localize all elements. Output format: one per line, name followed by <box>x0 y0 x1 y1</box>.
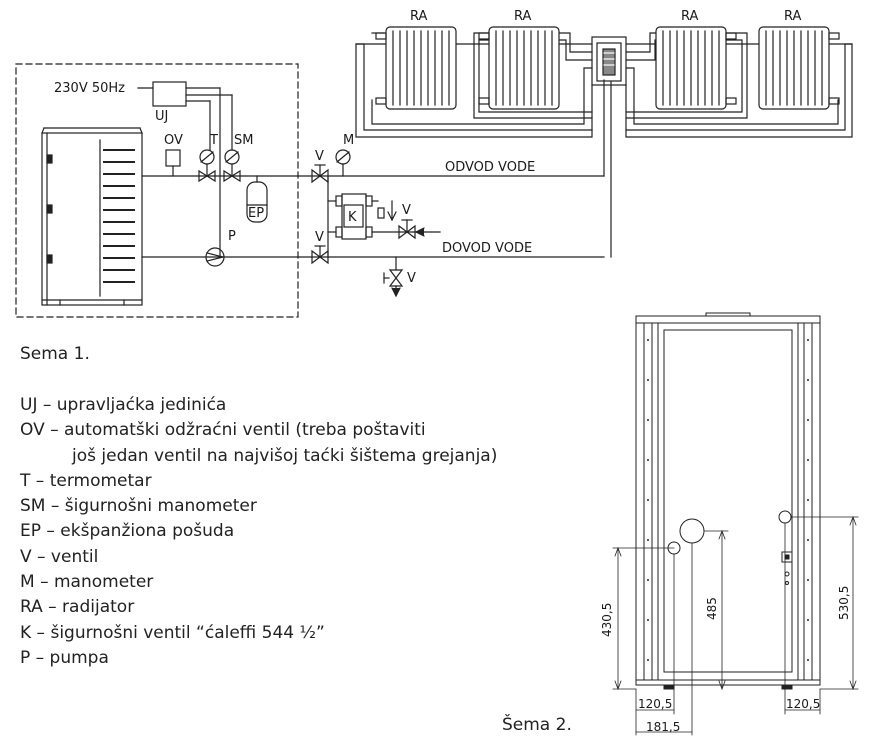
label-sm: SM <box>234 133 253 148</box>
legend-item: UJ – upravljaćka jedinića <box>20 395 227 415</box>
scheme-1 <box>15 26 853 318</box>
radiator-2 <box>478 26 560 110</box>
radiator-1 <box>375 26 457 110</box>
scheme-2-caption: Šema 2. <box>502 715 572 735</box>
connection-right <box>778 510 792 524</box>
label-v-return: V <box>315 230 324 245</box>
safety-valve-k <box>327 175 441 258</box>
scheme-2-labels: 430,5 485 530,5 120,5 120,5 181,5 <box>600 586 851 734</box>
legend-item: P – pumpa <box>20 647 109 668</box>
dim-width-bottom: 181,5 <box>646 720 680 734</box>
label-ov: OV <box>164 133 183 148</box>
label-uj: UJ <box>155 109 168 124</box>
legend-item: OV – automatški odžraćni ventil (treba p… <box>20 420 426 441</box>
legend-item: još jedan ventil na najvišoj taćki šište… <box>72 445 498 466</box>
dim-height-left: 430,5 <box>600 603 614 637</box>
label-v-inlet: V <box>402 203 411 218</box>
legend-item: V – ventil <box>20 546 99 567</box>
boiler-boundary <box>15 63 299 318</box>
drain-valve <box>388 269 404 287</box>
label-t: T <box>209 133 218 148</box>
radiator-label-1: RA <box>410 9 428 24</box>
expansion-vessel <box>246 175 268 223</box>
radiator-4 <box>758 26 840 110</box>
label-k: K <box>348 210 357 225</box>
label-v-supply: V <box>315 149 324 164</box>
power-label: 230V 50Hz <box>54 81 125 96</box>
label-p: P <box>228 229 236 244</box>
air-vent <box>165 149 181 167</box>
scheme-1-labels: 230V 50Hz UJ OV T SM M V EP K V P V V OD… <box>54 9 802 286</box>
scheme-2 <box>612 312 859 736</box>
scheme-1-caption: Sema 1. <box>20 344 90 364</box>
legend-item: T – termometar <box>20 470 152 491</box>
label-outflow: ODVOD VODE <box>445 160 535 175</box>
dim-width-right: 120,5 <box>786 697 820 711</box>
legend-item: EP – ekšpanžiona pošuda <box>20 521 235 542</box>
radiator-label-2: RA <box>514 9 532 24</box>
radiator-3 <box>655 26 737 110</box>
label-v-drain: V <box>407 271 416 286</box>
radiator-label-4: RA <box>784 9 802 24</box>
label-m: M <box>343 133 354 148</box>
dimension-lines <box>612 515 859 736</box>
boiler-unit <box>41 127 143 306</box>
legend-item: K – šigurnošni ventil “ćaleffi 544 ½” <box>20 622 325 643</box>
legend-list: UJ – upravljaćka jedinića OV – automatšk… <box>20 393 497 671</box>
manifold <box>591 36 627 86</box>
control-unit <box>152 81 187 107</box>
dim-width-left: 120,5 <box>638 697 672 711</box>
label-ep: EP <box>248 206 264 221</box>
dim-height-middle: 485 <box>705 597 719 620</box>
label-inflow: DOVOD VODE <box>442 241 532 256</box>
dim-height-right: 530,5 <box>837 586 851 620</box>
legend-item: RA – radijator <box>20 597 135 618</box>
radiator-label-3: RA <box>681 9 699 24</box>
pump <box>205 247 225 267</box>
connection-large <box>679 518 705 544</box>
legend-item: SM – šigurnošni manometer <box>20 496 257 517</box>
legend-item: M – manometer <box>20 572 154 593</box>
